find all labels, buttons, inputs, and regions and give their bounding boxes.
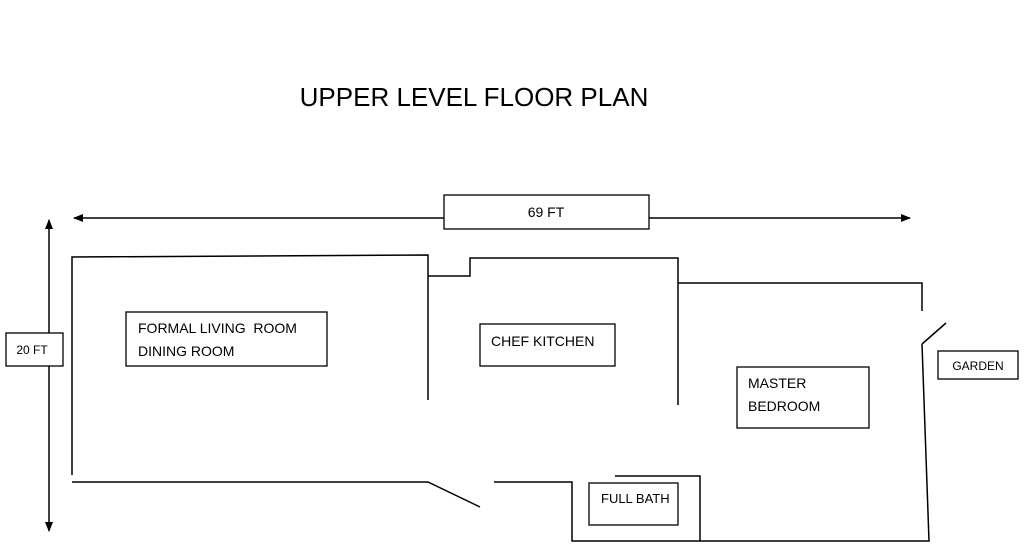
- room-master-bedroom: MASTER BEDROOM: [736, 366, 870, 429]
- walls: [71, 254, 947, 542]
- bath-label-box: [588, 482, 679, 526]
- room-living-dining: FORMAL LIVING ROOM DINING ROOM: [125, 311, 328, 367]
- living-room-label-box: [125, 311, 328, 367]
- width-label-box: [443, 194, 650, 230]
- room-kitchen: CHEF KITCHEN: [479, 323, 616, 367]
- garden-label: GARDEN: [952, 359, 1003, 373]
- bedroom-outer-wall: [494, 343, 930, 542]
- height-dimension: 20 FT: [5, 219, 64, 532]
- height-label-box: [5, 332, 64, 367]
- bedroom-top-wall: [678, 282, 923, 311]
- garden: GARDEN: [937, 350, 1019, 380]
- bedroom-label: BEDROOM: [748, 398, 820, 414]
- height-label: 20 FT: [16, 343, 48, 357]
- master-label: MASTER: [748, 375, 806, 391]
- entry-door: [72, 481, 481, 508]
- living-room-label: FORMAL LIVING ROOM: [138, 320, 297, 336]
- master-bedroom-label-box: [736, 366, 870, 429]
- dining-room-label: DINING ROOM: [138, 343, 234, 359]
- room-full-bath: FULL BATH: [588, 482, 679, 526]
- kitchen-label-box: [479, 323, 616, 367]
- plan-title: UPPER LEVEL FLOOR PLAN: [300, 82, 649, 112]
- bath-label: FULL BATH: [601, 491, 670, 506]
- garden-door: [921, 322, 947, 345]
- kitchen-wall: [428, 257, 679, 405]
- garden-label-box: [937, 350, 1019, 380]
- width-dimension: 69 FT: [73, 194, 911, 230]
- living-room-wall: [71, 254, 429, 475]
- width-label: 69 FT: [528, 204, 565, 220]
- bath-wall: [615, 475, 701, 541]
- kitchen-label: CHEF KITCHEN: [491, 333, 594, 349]
